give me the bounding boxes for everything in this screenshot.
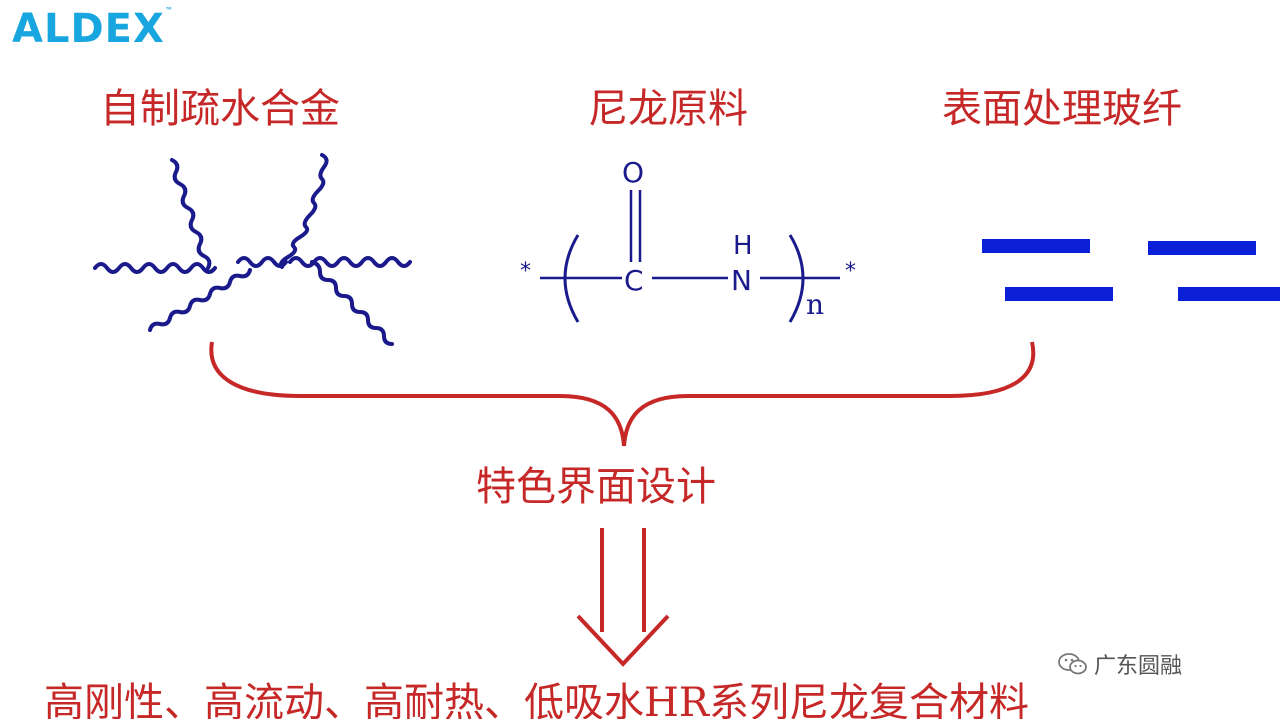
label-hydrophobic-alloy: 自制疏水合金 xyxy=(100,86,340,132)
result-arrow-icon xyxy=(576,528,670,667)
fiber-bar-2 xyxy=(1148,241,1256,255)
atom-carbon: C xyxy=(624,264,644,297)
fiber-bar-1 xyxy=(982,239,1090,253)
end-group-left: * xyxy=(520,259,531,284)
chain-left-upper xyxy=(170,158,212,270)
chain-left-horizontal xyxy=(93,262,217,274)
chain-right-upper xyxy=(278,153,329,269)
chain-center-link xyxy=(236,256,288,268)
atom-hydrogen: H xyxy=(733,231,753,261)
watermark: 广东圆融 xyxy=(1058,648,1182,680)
logo-text: ALDEX xyxy=(12,6,165,52)
atom-nitrogen: N xyxy=(731,264,752,297)
atom-oxygen: O xyxy=(622,156,644,189)
label-result-material: 高刚性、高流动、高耐热、低吸水HR系列尼龙复合材料 xyxy=(44,680,1029,719)
polymer-chains-icon xyxy=(93,153,412,346)
watermark-text: 广东圆融 xyxy=(1094,654,1183,679)
fiber-bar-4 xyxy=(1178,287,1280,301)
label-treated-glass-fiber: 表面处理玻纤 xyxy=(942,86,1182,132)
end-group-right: * xyxy=(845,259,856,284)
aldex-logo: ALDEX™ xyxy=(12,6,174,52)
logo-trademark: ™ xyxy=(164,6,174,15)
chain-left-lower xyxy=(148,268,252,332)
chain-right-lower xyxy=(310,260,394,346)
label-nylon-raw-material: 尼龙原料 xyxy=(588,86,748,132)
merge-brace xyxy=(209,341,1036,447)
label-interface-design: 特色界面设计 xyxy=(476,464,716,510)
repeat-subscript: n xyxy=(806,288,824,321)
glass-fiber-bars xyxy=(982,239,1280,301)
fiber-bar-3 xyxy=(1005,287,1113,301)
nylon-structure: O C H N n * * xyxy=(520,156,856,323)
wechat-icon xyxy=(1058,653,1087,675)
chain-right-horizontal xyxy=(288,256,412,268)
